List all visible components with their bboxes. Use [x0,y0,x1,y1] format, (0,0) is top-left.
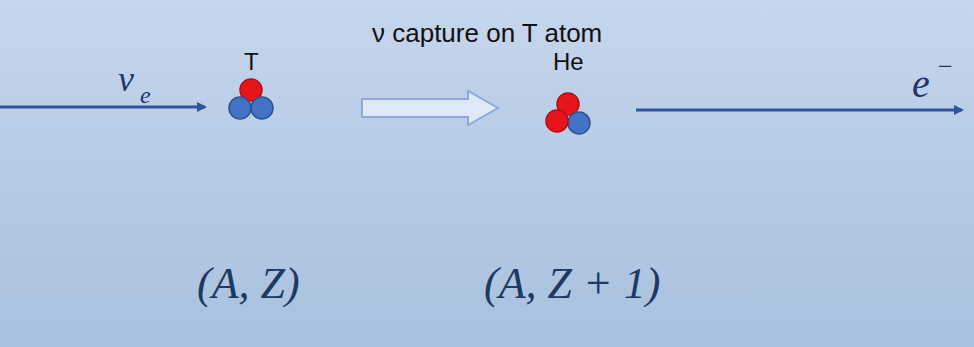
electron-symbol: e [912,60,930,107]
diagram-title: ν capture on T atom [372,18,602,49]
neutrino-subscript: e [140,82,151,109]
atom-label: T [244,48,259,76]
helium-atom [546,93,590,134]
atom-node: He [500,48,636,138]
transition-arrow [362,91,498,125]
tritium-atom [229,79,273,119]
electron-charge: − [938,52,953,82]
nucleus-label: (A, Z) [197,258,300,309]
electron-arrow [636,109,962,112]
neutrino-arrow [0,106,205,109]
neutrino-symbol: ν [118,58,134,100]
atom-label: He [553,48,584,76]
nucleus-label: (A, Z + 1) [484,258,660,309]
atom-node: T [200,48,360,138]
